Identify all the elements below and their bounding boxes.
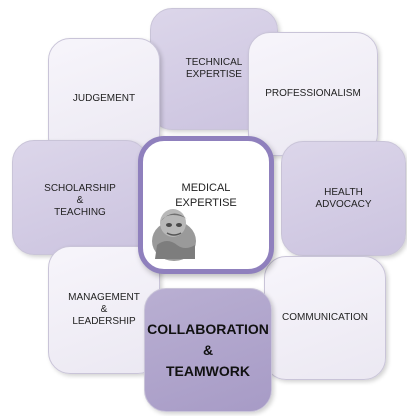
tile-communication: COMMUNICATION [264,256,386,380]
label-medical-expertise: MEDICAL EXPERTISE [175,182,237,209]
tile-professionalism: PROFESSIONALISM [248,32,378,156]
tile-management-leadership: MANAGEMENT & LEADERSHIP [48,246,160,374]
tile-medical-expertise: MEDICAL EXPERTISE [138,136,274,274]
label-technical-expertise: TECHNICAL EXPERTISE [185,57,243,80]
label-scholarship-teaching: SCHOLARSHIP & TEACHING [44,183,116,218]
label-judgement: JUDGEMENT [72,93,136,104]
label-management-leadership: MANAGEMENT & LEADERSHIP [68,292,140,327]
label-health-advocacy: HEALTH ADVOCACY [315,186,372,210]
tile-scholarship-teaching: SCHOLARSHIP & TEACHING [12,140,148,255]
tile-health-advocacy: HEALTH ADVOCACY [281,141,406,256]
figure-emblem-icon [152,209,196,261]
tile-collaboration-teamwork: COLLABORATION & TEAMWORK [144,288,272,412]
tile-judgement: JUDGEMENT [48,38,160,160]
label-collaboration-teamwork: COLLABORATION & TEAMWORK [147,320,269,379]
label-professionalism: PROFESSIONALISM [265,88,361,99]
label-communication: COMMUNICATION [282,312,368,323]
